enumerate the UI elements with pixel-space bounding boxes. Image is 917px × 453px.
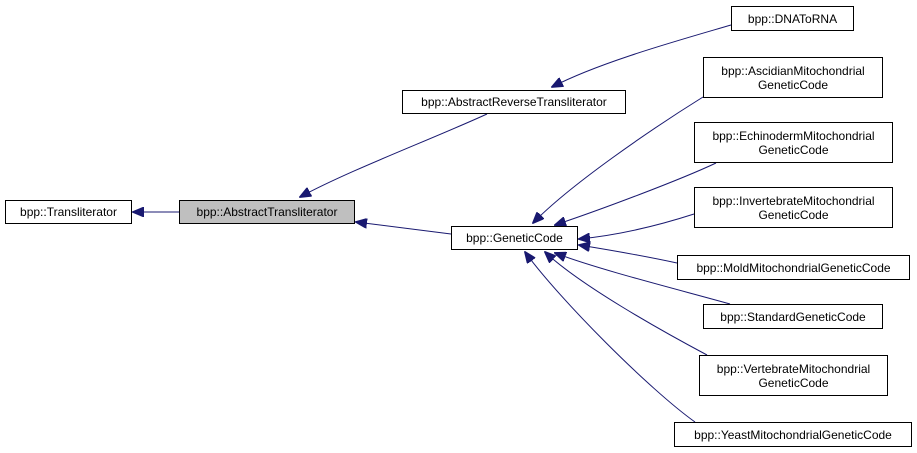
node-label-line: bpp::GeneticCode (466, 231, 563, 245)
edge-abstract_reverse-to-abstract_transliterator (300, 113, 488, 197)
node-mold-mitochondrial-genetic-code[interactable]: bpp::MoldMitochondrialGeneticCode (677, 255, 910, 280)
node-label-line: bpp::AbstractReverseTransliterator (421, 95, 607, 109)
node-abstract-reverse-transliterator[interactable]: bpp::AbstractReverseTransliterator (402, 90, 626, 114)
node-standard-genetic-code[interactable]: bpp::StandardGeneticCode (703, 304, 883, 329)
node-genetic-code[interactable]: bpp::GeneticCode (451, 226, 578, 250)
node-label-line: GeneticCode (758, 207, 829, 222)
node-label-line: bpp::MoldMitochondrialGeneticCode (696, 260, 891, 275)
node-yeast-mitochondrial-genetic-code[interactable]: bpp::YeastMitochondrialGeneticCode (674, 422, 912, 447)
node-abstract-transliterator[interactable]: bpp::AbstractTransliterator (179, 200, 355, 224)
node-label-line: GeneticCode (758, 142, 829, 157)
edge-vertebrate-to-genetic_code (545, 252, 708, 356)
edge-dna_to_rna-to-abstract_reverse (552, 24, 732, 87)
node-label-line: bpp::AscidianMitochondrial (721, 63, 865, 78)
node-transliterator[interactable]: bpp::Transliterator (5, 200, 132, 224)
edge-standard-to-genetic_code (555, 253, 731, 305)
node-label-line: bpp::VertebrateMitochondrial (716, 361, 871, 376)
edge-mold-to-genetic_code (579, 245, 678, 264)
edge-yeast-to-genetic_code (525, 252, 696, 423)
node-label-line: bpp::Transliterator (20, 205, 117, 219)
node-label-line: bpp::StandardGeneticCode (720, 309, 866, 324)
edge-ascidian-to-genetic_code (533, 96, 704, 223)
edge-genetic_code-to-abstract_transliterator (356, 222, 452, 235)
node-label-line: bpp::YeastMitochondrialGeneticCode (694, 427, 892, 442)
node-dna-to-rna[interactable]: bpp::DNAToRNA (731, 6, 854, 31)
node-label-line: GeneticCode (757, 77, 829, 92)
node-label-line: bpp::DNAToRNA (747, 11, 838, 26)
node-label-line: bpp::AbstractTransliterator (196, 205, 338, 219)
edge-echinoderm-to-genetic_code (555, 162, 717, 225)
node-label-line: bpp::EchinodermMitochondrial (712, 128, 875, 143)
edge-invertebrate-to-genetic_code (579, 213, 695, 239)
node-label-line: bpp::InvertebrateMitochondrial (712, 193, 875, 208)
node-label-line: GeneticCode (758, 375, 829, 390)
